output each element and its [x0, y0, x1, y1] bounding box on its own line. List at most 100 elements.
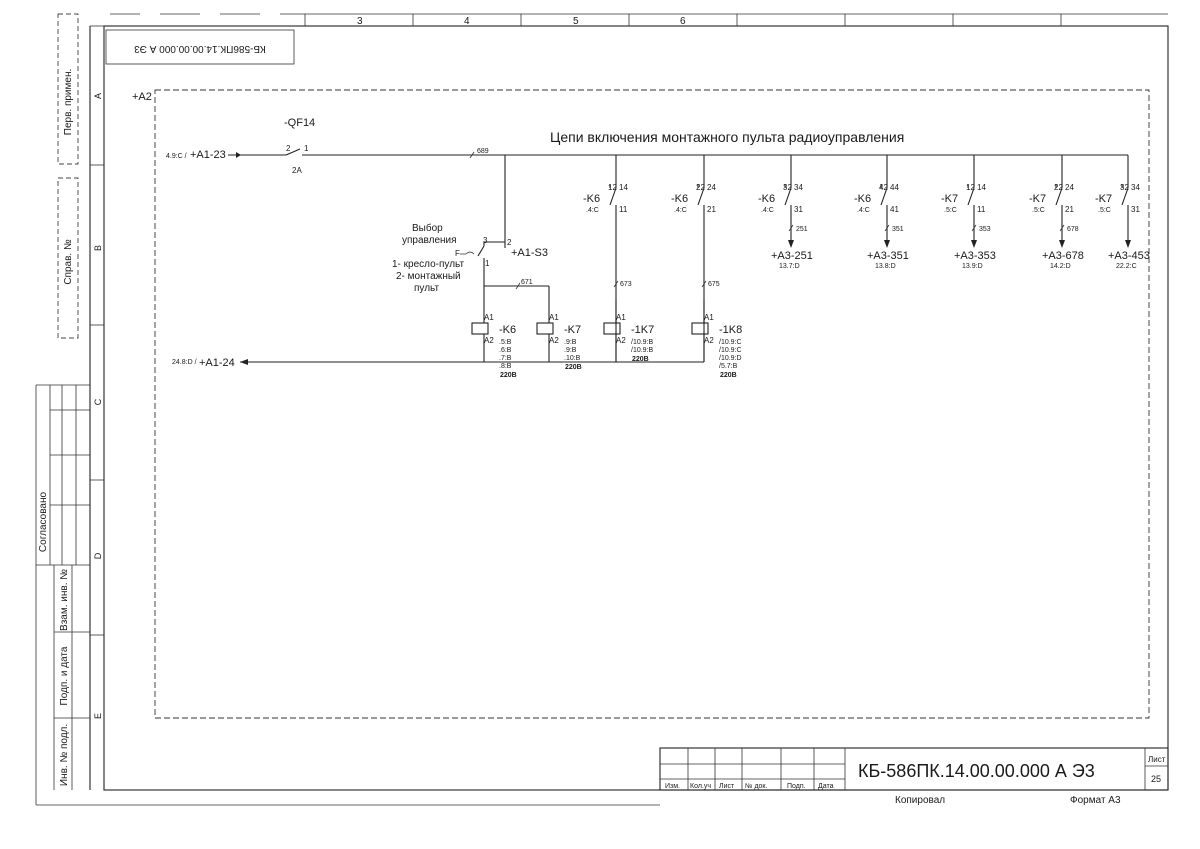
arrow-icon: [240, 359, 248, 365]
contact-dest: +A3-351: [867, 250, 909, 262]
selector-pin: 2: [507, 238, 512, 247]
arrow-icon: [1125, 240, 1131, 248]
coil-a2: A2: [549, 336, 559, 345]
coil-a2: A2: [484, 336, 494, 345]
selector-name: +A1-S3: [511, 247, 548, 259]
breaker-pin-in: 2: [286, 144, 291, 153]
coil-ref: .7:B: [499, 355, 512, 362]
soglasovano-label: Согласовано: [38, 492, 49, 553]
contact-ref: .5:C: [944, 207, 957, 214]
coil-a2: A2: [616, 336, 626, 345]
sheet-label: Лист: [1148, 755, 1166, 764]
contact-pin-right: 34: [1131, 183, 1140, 192]
coil-a2: A2: [704, 336, 714, 345]
contact-dest-ref: 13.9:D: [962, 263, 983, 270]
return-line: 24.8:D / +A1-24: [172, 357, 704, 369]
contact-pin-right: 44: [890, 183, 899, 192]
wire-689-label: 689: [477, 148, 489, 155]
contact-ref: .4:C: [761, 207, 774, 214]
coil-ref: /10.9:C: [719, 339, 742, 346]
doc-code: КБ-586ПК.14.00.00.000 А Э3: [858, 761, 1095, 781]
contact-wire-label: 678: [1067, 226, 1079, 233]
coil-voltage: 220В: [720, 372, 737, 379]
column-number: 4: [464, 16, 470, 27]
coil-ref: .9:B: [564, 339, 577, 346]
contact-pin-bottom: 41: [890, 205, 899, 214]
contact-ref: .4:C: [857, 207, 870, 214]
contact-ref: .4:C: [586, 207, 599, 214]
tb-col: № док.: [745, 783, 767, 790]
coil-a1: A1: [704, 313, 714, 322]
contact-pin-right: 14: [977, 183, 986, 192]
selector-title-line: управления: [402, 235, 457, 246]
contact-dest: +A3-353: [954, 250, 996, 262]
contact-pin-top: 32: [783, 183, 792, 192]
arrow-icon: [1059, 240, 1065, 248]
contact-ref: .5:C: [1098, 207, 1111, 214]
diagram-title: Цепи включения монтажного пульта радиоуп…: [550, 129, 904, 145]
wire-in-label: +A1-23: [190, 149, 226, 161]
sheet-frame: A B C D E: [89, 25, 1169, 791]
wire-in-ref: 4.9:C /: [166, 153, 187, 160]
wire-out-ref: 24.8:D /: [172, 359, 197, 366]
coil-ref: /5.7:B: [719, 363, 738, 370]
vzam-inv-label: Взам. инв. №: [59, 569, 70, 631]
tb-col: Изм.: [665, 783, 680, 790]
wire-671-label: 671: [521, 279, 533, 286]
contact-name: -K6: [758, 193, 775, 205]
coil-ref: .9:B: [564, 347, 577, 354]
arrow-icon: [788, 240, 794, 248]
copied-label: Копировал: [895, 795, 945, 806]
podp-data-label: Подп. и дата: [59, 646, 70, 705]
column-strip: 3 4 5 6: [104, 13, 1168, 27]
inv-podl-label: Инв. № подл.: [59, 724, 70, 786]
contact-ref: .4:C: [674, 207, 687, 214]
contact-pin-top: 12: [966, 183, 975, 192]
contact-wire-label: 351: [892, 226, 904, 233]
tb-col: Кол.уч: [690, 783, 711, 790]
selector-option: 1- кресло-пульт: [392, 259, 464, 270]
wire-675-label: 675: [708, 281, 720, 288]
row-letter: A: [93, 93, 103, 99]
title-block: Изм. Кол.уч Лист № док. Подп. Дата КБ-58…: [659, 747, 1169, 806]
breaker-name: -QF14: [284, 117, 315, 129]
coil-ref: .8:B: [499, 363, 512, 370]
contact-pin-right: 24: [1065, 183, 1074, 192]
coil-ref: .10:B: [564, 355, 581, 362]
column-number: 6: [680, 16, 686, 27]
coils-layer: A1A2-K6.5:B.6:B.7:B.8:B220ВA1A2-K7.9:B.9…: [471, 300, 742, 379]
row-letter: B: [93, 245, 103, 251]
selector-pin: 3: [483, 236, 488, 245]
tb-col: Лист: [719, 783, 735, 790]
coil-name: -1K7: [631, 324, 654, 336]
contact-ref: .5:C: [1032, 207, 1045, 214]
arrow-icon: [971, 240, 977, 248]
arrow-icon: [236, 152, 241, 158]
row-letter: C: [93, 398, 103, 405]
tb-col: Подп.: [787, 783, 806, 790]
contact-name: -K6: [671, 193, 688, 205]
zone-label: +A2: [132, 91, 152, 103]
main-bus: [504, 154, 1128, 248]
contact-dest-ref: 22.2:C: [1116, 263, 1137, 270]
contact-wire-label: 353: [979, 226, 991, 233]
selector-switch: Выбор управления 1- кресло-пульт 2- монт…: [392, 222, 548, 294]
coil-a1: A1: [484, 313, 494, 322]
wire-out-label: +A1-24: [199, 357, 235, 369]
coil-ref: /10.9:D: [719, 355, 742, 362]
coil-voltage: 220В: [565, 364, 582, 371]
selector-pin: 1: [485, 259, 490, 268]
coil-ref: .5:B: [499, 339, 512, 346]
coil-ref: /10.9:C: [719, 347, 742, 354]
sprav-no-label: Справ. №: [63, 239, 74, 285]
wire-673-label: 673: [620, 281, 632, 288]
selector-option: пульт: [414, 283, 439, 294]
